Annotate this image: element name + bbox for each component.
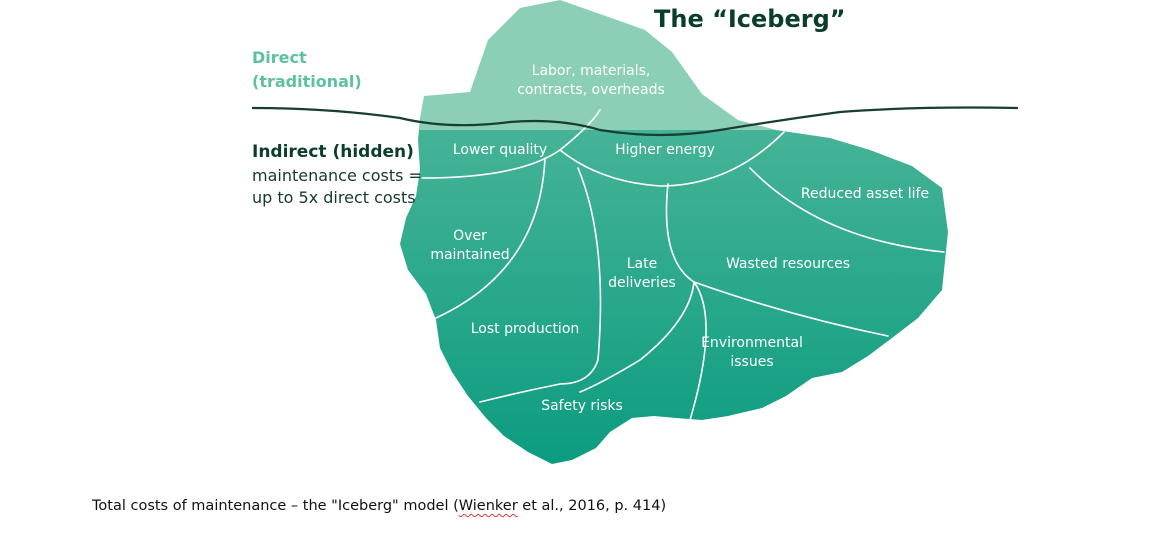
indirect-line2: up to 5x direct costs — [252, 188, 416, 207]
divider-wasted-env — [693, 281, 889, 337]
indirect-heading: Indirect (hidden) — [252, 142, 414, 162]
direct-sublabel: (traditional) — [252, 72, 362, 91]
segment-late-deliveries-line1: Late — [627, 256, 657, 272]
segment-over-maintained-line2: maintained — [430, 247, 509, 263]
segment-reduced-asset-life: Reduced asset life — [801, 186, 929, 202]
caption-author: Wienker — [458, 498, 518, 514]
segment-environmental-line2: issues — [730, 354, 773, 370]
iceberg-tip-above-water — [418, 0, 776, 130]
segment-lost-production: Lost production — [471, 321, 580, 337]
segment-environmental-line1: Environmental — [701, 335, 803, 351]
caption-prefix: Total costs of maintenance – the "Iceber… — [92, 498, 459, 514]
segment-labor-line1: Labor, materials, — [532, 63, 651, 79]
divider-energy-bottom — [559, 131, 785, 187]
segment-dividers — [421, 109, 945, 421]
caption-suffix: et al., 2016, p. 414) — [517, 498, 667, 514]
waterline — [251, 106, 1019, 137]
indirect-line1: maintenance costs = — [252, 166, 422, 185]
segment-labor-line2: contracts, overheads — [517, 82, 665, 98]
direct-label: Direct — [252, 48, 307, 67]
divider-asset-wasted — [749, 167, 945, 253]
divider-wasted-lost — [579, 281, 695, 393]
segment-over-maintained-line1: Over — [453, 228, 487, 244]
divider-quality-over — [435, 157, 546, 319]
segment-higher-energy: Higher energy — [615, 142, 715, 158]
segment-late-deliveries-line2: deliveries — [608, 275, 676, 291]
segment-safety-risks: Safety risks — [541, 398, 623, 414]
divider-over-late — [479, 167, 602, 403]
segment-lower-quality: Lower quality — [453, 142, 547, 158]
figure-caption: Total costs of maintenance – the "Iceber… — [92, 498, 666, 514]
segment-wasted-resources: Wasted resources — [726, 256, 850, 272]
diagram-title: The “Iceberg” — [654, 5, 846, 33]
divider-top-band — [421, 109, 601, 179]
